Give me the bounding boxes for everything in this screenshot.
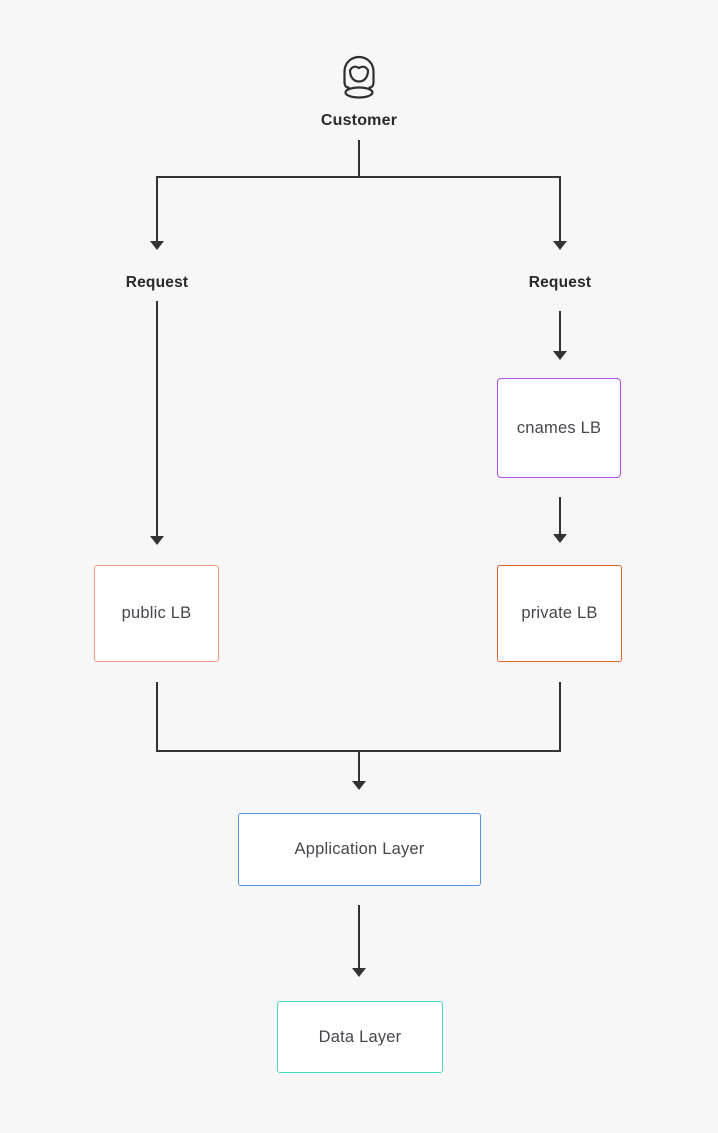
connector-left-drop: [156, 176, 158, 242]
node-application-layer-label: Application Layer: [294, 840, 425, 858]
arrow-down-icon: [150, 536, 164, 545]
arrow-down-icon: [553, 351, 567, 360]
node-application-layer: Application Layer: [238, 813, 481, 886]
connector-right-drop: [559, 176, 561, 242]
arrow-down-icon: [352, 781, 366, 790]
connector-request-to-cnames-lb: [559, 311, 561, 352]
woman-user-icon: [343, 55, 375, 99]
node-data-layer: Data Layer: [277, 1001, 443, 1073]
node-cnames-lb-label: cnames LB: [516, 418, 602, 437]
arrow-down-icon: [553, 534, 567, 543]
connector-public-lb-down: [156, 682, 158, 752]
node-private-lb: private LB: [497, 565, 622, 662]
connector-merge-to-app: [358, 750, 360, 781]
node-data-layer-label: Data Layer: [318, 1027, 402, 1046]
arrow-down-icon: [352, 968, 366, 977]
connector-top-split: [156, 176, 561, 178]
connector-customer-stem: [358, 140, 360, 178]
connector-request-to-public-lb: [156, 301, 158, 536]
arrow-down-icon: [553, 241, 567, 250]
node-public-lb-label: public LB: [121, 604, 192, 622]
connector-app-to-data: [358, 905, 360, 968]
node-public-lb: public LB: [94, 565, 219, 662]
node-cnames-lb: cnames LB: [497, 378, 621, 478]
node-private-lb-label: private LB: [521, 604, 598, 622]
connector-private-lb-down: [559, 682, 561, 752]
request-label-right: Request: [528, 274, 592, 291]
connector-cnames-to-private-lb: [559, 497, 561, 535]
customer-label: Customer: [320, 112, 398, 129]
arrow-down-icon: [150, 241, 164, 250]
request-label-left: Request: [125, 274, 189, 291]
